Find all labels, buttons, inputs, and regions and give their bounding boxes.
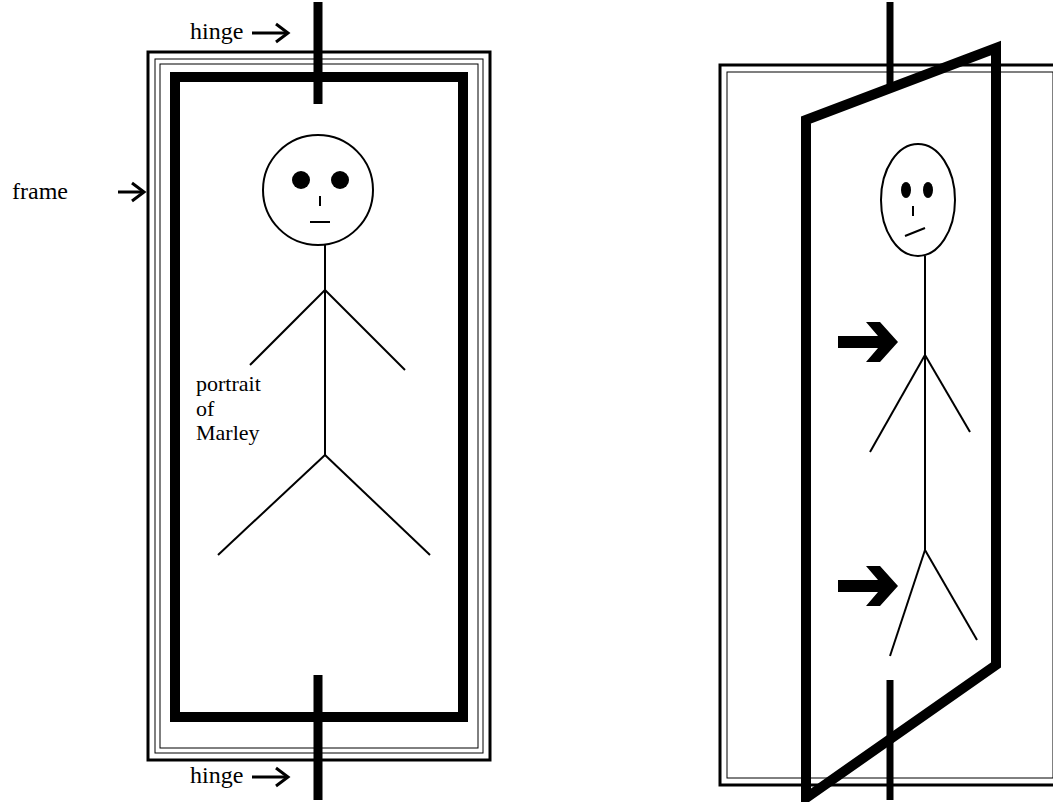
swung-portrait-frame [806, 48, 996, 798]
part-label: hinge [190, 762, 243, 788]
right-frame [720, 65, 1053, 785]
portrait-label: portrait of Marley [196, 372, 272, 446]
part-label: hinge [190, 18, 243, 44]
motion-arrow [838, 322, 898, 606]
stick-figure [218, 135, 430, 555]
pointer-arrow [118, 24, 288, 786]
left-frame [148, 52, 490, 760]
part-label: frame [12, 178, 68, 204]
hinge-pin [314, 675, 323, 800]
hinge-pin [887, 2, 894, 92]
hinge-pin [314, 2, 323, 104]
